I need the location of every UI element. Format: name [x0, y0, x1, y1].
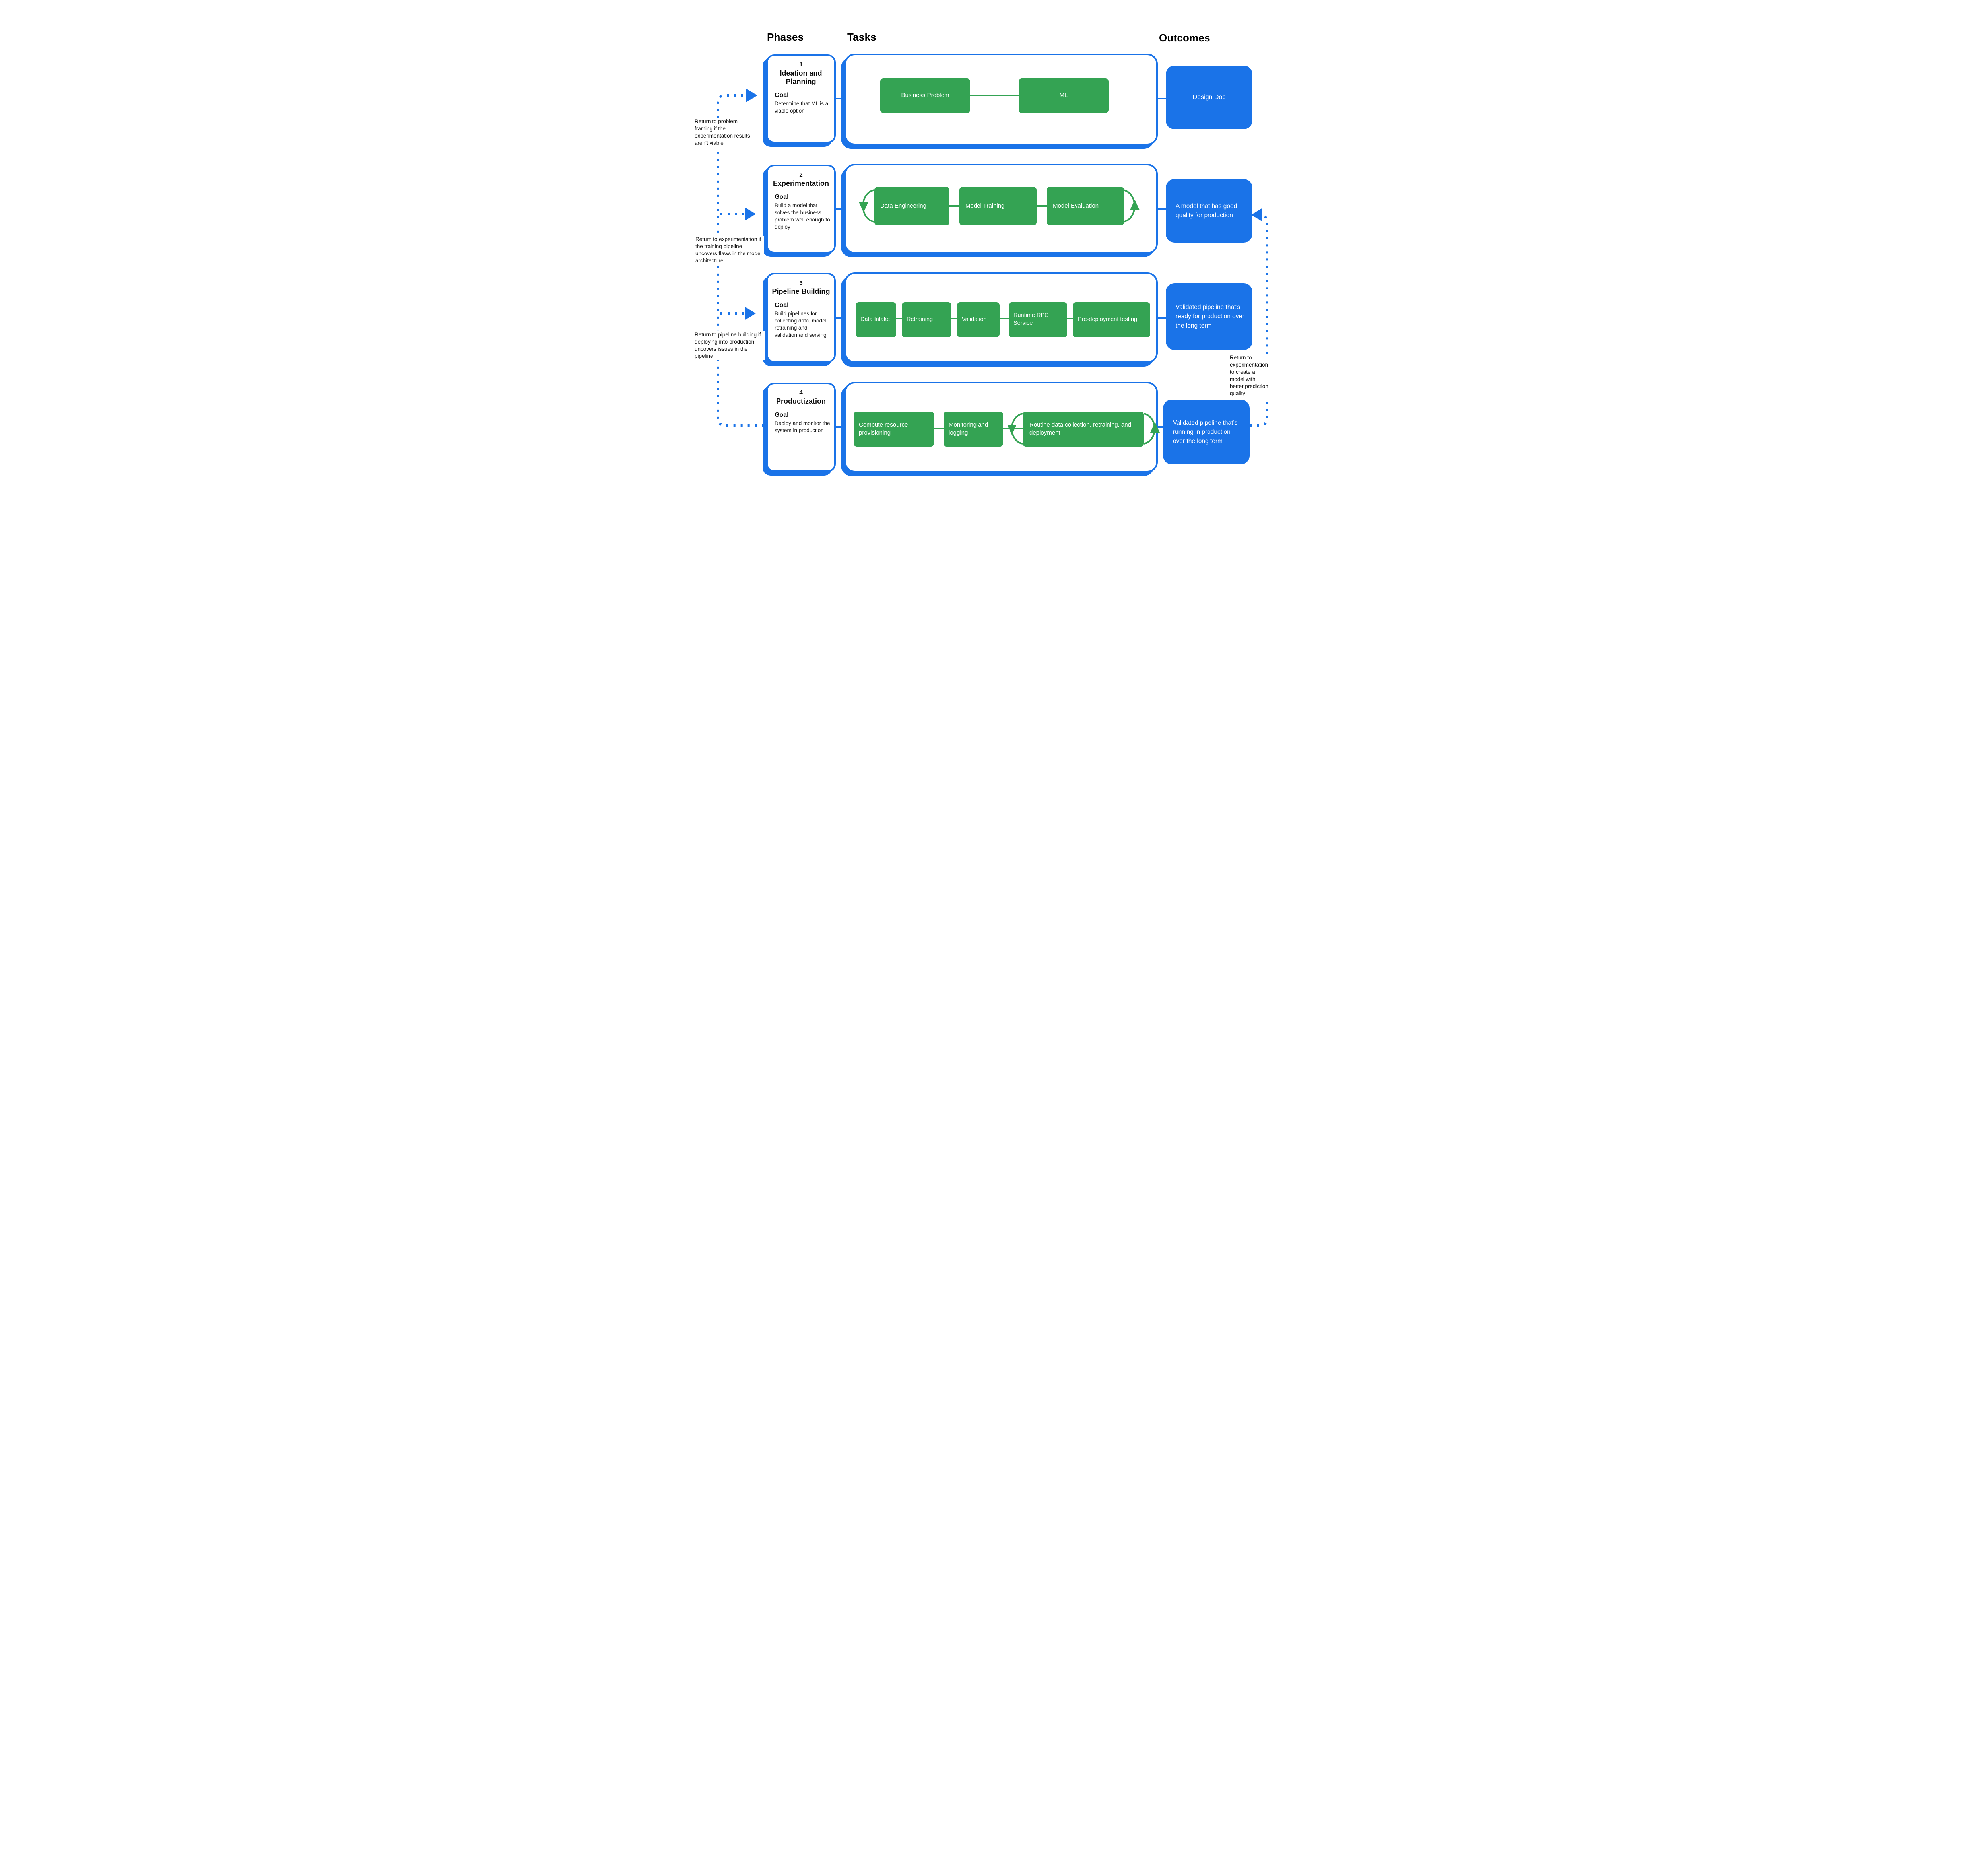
annotation-return-better-prediction: Return to experimentation to create a mo… [1230, 354, 1270, 398]
annotation-return-pipeline-building: Return to pipeline building if deploying… [695, 331, 765, 360]
goal-text: Build a model that solves the business p… [775, 202, 830, 230]
phase-title: Ideation and Planning [780, 69, 822, 86]
task-model-training: Model Training [959, 187, 1037, 225]
outcome-design-doc: Design Doc [1166, 66, 1252, 129]
arrowhead-to-phase-1 [746, 89, 757, 102]
task-business-problem: Business Problem [880, 78, 970, 113]
arrowhead-to-phase-2 [745, 207, 756, 221]
phase-number: 2 [799, 171, 803, 178]
solid-blue-connectors [835, 98, 1167, 428]
annotation-return-experimentation: Return to experimentation if the trainin… [695, 236, 764, 265]
phase-number: 4 [799, 389, 803, 396]
task-data-intake: Data Intake [856, 302, 896, 337]
task-compute-resource-provisioning: Compute resource provisioning [854, 412, 934, 447]
column-header-tasks: Tasks [847, 31, 876, 43]
task-runtime-rpc-service: Runtime RPC Service [1009, 302, 1067, 337]
phase-card-ideation: 1 Ideation and Planning Goal Determine t… [766, 54, 836, 143]
mlops-phases-diagram: Phases Tasks Outcomes 1 Ideation and Pla… [687, 0, 1301, 507]
annotation-return-problem-framing: Return to problem framing if the experim… [695, 118, 754, 147]
arrowhead-to-outcome-2 [1251, 208, 1262, 221]
task-routine-data-collection: Routine data collection, retraining, and… [1023, 412, 1144, 447]
phase-number: 1 [799, 61, 803, 68]
arrowhead-to-phase-3 [745, 307, 756, 320]
phase-card-productization: 4 Productization Goal Deploy and monitor… [766, 383, 836, 472]
task-retraining: Retraining [902, 302, 951, 337]
task-monitoring-and-logging: Monitoring and logging [944, 412, 1003, 447]
task-pre-deployment-testing: Pre-deployment testing [1073, 302, 1150, 337]
outcome-validated-pipeline-running: Validated pipeline that’s running in pro… [1163, 400, 1250, 464]
phase-title: Productization [776, 397, 826, 405]
goal-text: Determine that ML is a viable option [775, 101, 829, 114]
goal-text: Build pipelines for collecting data, mod… [775, 311, 827, 338]
column-header-outcomes: Outcomes [1159, 32, 1210, 44]
task-validation: Validation [957, 302, 1000, 337]
outcome-validated-pipeline-ready: Validated pipeline that’s ready for prod… [1166, 283, 1252, 350]
outcome-model-good-quality: A model that has good quality for produc… [1166, 179, 1252, 243]
goal-label: Goal [775, 302, 789, 309]
task-model-evaluation: Model Evaluation [1047, 187, 1124, 225]
goal-label: Goal [775, 412, 789, 419]
goal-text: Deploy and monitor the system in product… [775, 420, 830, 434]
goal-label: Goal [775, 194, 789, 201]
task-ml: ML [1019, 78, 1109, 113]
green-task-connectors [896, 95, 1073, 429]
phase-card-experimentation: 2 Experimentation Goal Build a model tha… [766, 165, 836, 253]
phase-title: Pipeline Building [772, 288, 830, 295]
goal-label: Goal [775, 92, 789, 99]
task-data-engineering: Data Engineering [874, 187, 949, 225]
phase-card-pipeline-building: 3 Pipeline Building Goal Build pipelines… [766, 273, 836, 363]
phase-number: 3 [799, 280, 803, 286]
phase-title: Experimentation [773, 179, 829, 187]
column-header-phases: Phases [767, 31, 804, 43]
